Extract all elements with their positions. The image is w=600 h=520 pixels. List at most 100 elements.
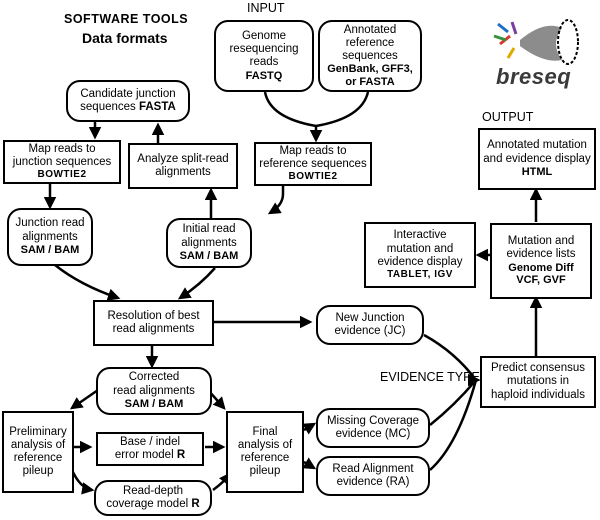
edge-annotated-to-merge — [315, 91, 370, 128]
interactive-line1: Interactive — [393, 229, 447, 242]
legend-software-tools: SOFTWARE TOOLS — [64, 12, 189, 26]
edge-junction-alignments-to-resolution — [54, 264, 121, 301]
node-read-alignment-evidence: Read Alignment evidence (RA) — [316, 456, 430, 496]
edge-map-reference-to-initial — [267, 185, 285, 215]
map-junction-tool: BOWTIE2 — [37, 169, 87, 181]
logo-text: breseq — [496, 64, 572, 89]
preliminary-line1: Preliminary — [9, 425, 67, 438]
edge-final-to-read-alignment — [302, 457, 317, 470]
junction-alignments-line2: alignments — [22, 230, 78, 243]
corrected-format: SAM / BAM — [124, 397, 184, 410]
node-read-depth: Read-depth coverage model R — [94, 480, 212, 516]
candidate-junction-format: FASTA — [138, 101, 176, 113]
base-indel-line1: Base / indel — [119, 435, 181, 448]
annotated-display-format: HTML — [521, 165, 553, 178]
annotated-display-line2: and evidence display — [483, 152, 591, 165]
genome-reads-line2: resequencing — [229, 43, 299, 56]
interactive-line2: mutation and — [386, 242, 454, 255]
node-annotated-display: Annotated mutation and evidence display … — [478, 128, 596, 190]
initial-alignments-line2: alignments — [181, 236, 237, 249]
preliminary-line4: pileup — [22, 465, 54, 478]
breseq-logo: breseq — [484, 14, 594, 94]
final-analysis-line2: analysis of — [237, 438, 293, 451]
initial-alignments-line1: Initial read — [182, 223, 236, 236]
initial-alignments-format: SAM / BAM — [179, 249, 239, 262]
read-alignment-line2: evidence (RA) — [336, 476, 410, 488]
node-initial-alignments: Initial read alignments SAM / BAM — [166, 218, 252, 268]
node-genome-reads: Genome resequencing reads FASTQ — [214, 20, 314, 92]
analyze-split-line2: alignments — [155, 166, 211, 178]
mutation-lists-format1: Genome Diff — [508, 261, 574, 274]
base-indel-line2: error model — [114, 449, 174, 461]
read-alignment-line1: Read Alignment — [332, 462, 414, 475]
edge-genome-to-merge — [263, 91, 317, 128]
corrected-line2: read alignments — [113, 384, 195, 397]
missing-coverage-line1: Missing Coverage — [326, 414, 420, 427]
map-reference-line1: Map reads to — [279, 145, 347, 158]
mutation-lists-line2: evidence lists — [506, 248, 576, 261]
read-depth-line1: Read-depth — [122, 484, 184, 497]
mutation-lists-line1: Mutation and — [507, 235, 575, 248]
node-missing-coverage: Missing Coverage evidence (MC) — [316, 408, 430, 448]
final-analysis-line3: reference — [240, 452, 290, 464]
genome-reads-line1: Genome — [241, 29, 287, 42]
interactive-tool: TABLET, IGV — [387, 269, 453, 281]
node-junction-alignments: Junction read alignments SAM / BAM — [7, 208, 93, 266]
logo-icon — [493, 19, 579, 65]
missing-coverage-line2: evidence (MC) — [335, 428, 411, 440]
junction-alignments-format: SAM / BAM — [20, 243, 80, 256]
predict-line2: mutations in — [506, 375, 569, 388]
annotated-ref-line3: sequences — [342, 49, 398, 62]
resolution-line1: Resolution of best — [107, 309, 200, 322]
genome-reads-line3: reads — [249, 56, 279, 69]
new-junction-line2: evidence (JC) — [334, 325, 406, 337]
edge-read-alignment-to-merge — [429, 379, 478, 471]
read-depth-line2: coverage model — [106, 498, 189, 510]
interactive-line3: evidence display — [377, 255, 463, 268]
genome-reads-format: FASTQ — [245, 69, 283, 82]
map-junction-line1: Map reads to — [28, 143, 96, 156]
node-interactive-display: Interactive mutation and evidence displa… — [364, 222, 476, 288]
map-reference-tool: BOWTIE2 — [288, 171, 338, 183]
edge-final-to-missing-coverage — [302, 422, 317, 435]
output-label: OUTPUT — [482, 110, 534, 124]
preliminary-line3: reference — [13, 452, 63, 464]
node-new-junction: New Junction evidence (JC) — [316, 305, 424, 345]
node-mutation-lists: Mutation and evidence lists Genome Diff … — [490, 223, 592, 299]
mutation-lists-format2: VCF, GVF — [516, 274, 566, 287]
node-map-junction: Map reads to junction sequences BOWTIE2 — [3, 140, 121, 184]
legend-data-formats: Data formats — [82, 30, 168, 46]
final-analysis-line1: Final — [252, 425, 278, 438]
annotated-ref-format2: or FASTA — [345, 75, 395, 88]
corrected-line1: Corrected — [128, 371, 180, 384]
map-junction-line2: junction sequences — [12, 156, 112, 169]
resolution-line2: read alignments — [112, 323, 195, 335]
annotated-ref-line2: reference — [345, 36, 395, 49]
annotated-ref-format1: GenBank, GFF3, — [327, 63, 413, 76]
input-label: INPUT — [247, 1, 285, 15]
read-depth-tool: R — [191, 498, 200, 510]
predict-line1: Predict consensus — [491, 362, 585, 375]
base-indel-tool: R — [176, 449, 186, 461]
node-corrected: Corrected read alignments SAM / BAM — [96, 367, 212, 415]
analyze-split-line1: Analyze split-read — [137, 152, 229, 165]
node-preliminary: Preliminary analysis of reference pileup — [2, 411, 74, 493]
node-base-indel: Base / indel error model R — [96, 432, 204, 466]
edge-preliminary-to-read-depth — [70, 469, 95, 495]
evidence-types-label: EVIDENCE TYPES — [380, 370, 489, 384]
edge-corrected-to-preliminary — [69, 388, 99, 410]
map-reference-line2: reference sequences — [259, 158, 367, 171]
candidate-junction-line1: Candidate junction — [80, 87, 176, 100]
node-predict: Predict consensus mutations in haploid i… — [480, 356, 596, 408]
annotated-ref-line1: Annotated — [343, 23, 397, 36]
final-analysis-line4: pileup — [249, 465, 281, 478]
node-resolution: Resolution of best read alignments — [93, 300, 214, 346]
node-final-analysis: Final analysis of reference pileup — [226, 411, 304, 493]
node-annotated-reference: Annotated reference sequences GenBank, G… — [318, 20, 422, 92]
junction-alignments-line1: Junction read — [15, 217, 85, 230]
node-candidate-junction: Candidate junction sequences FASTA — [66, 80, 190, 122]
preliminary-line2: analysis of — [10, 438, 66, 451]
node-map-reference: Map reads to reference sequences BOWTIE2 — [254, 142, 372, 186]
predict-line3: haploid individuals — [491, 388, 585, 401]
